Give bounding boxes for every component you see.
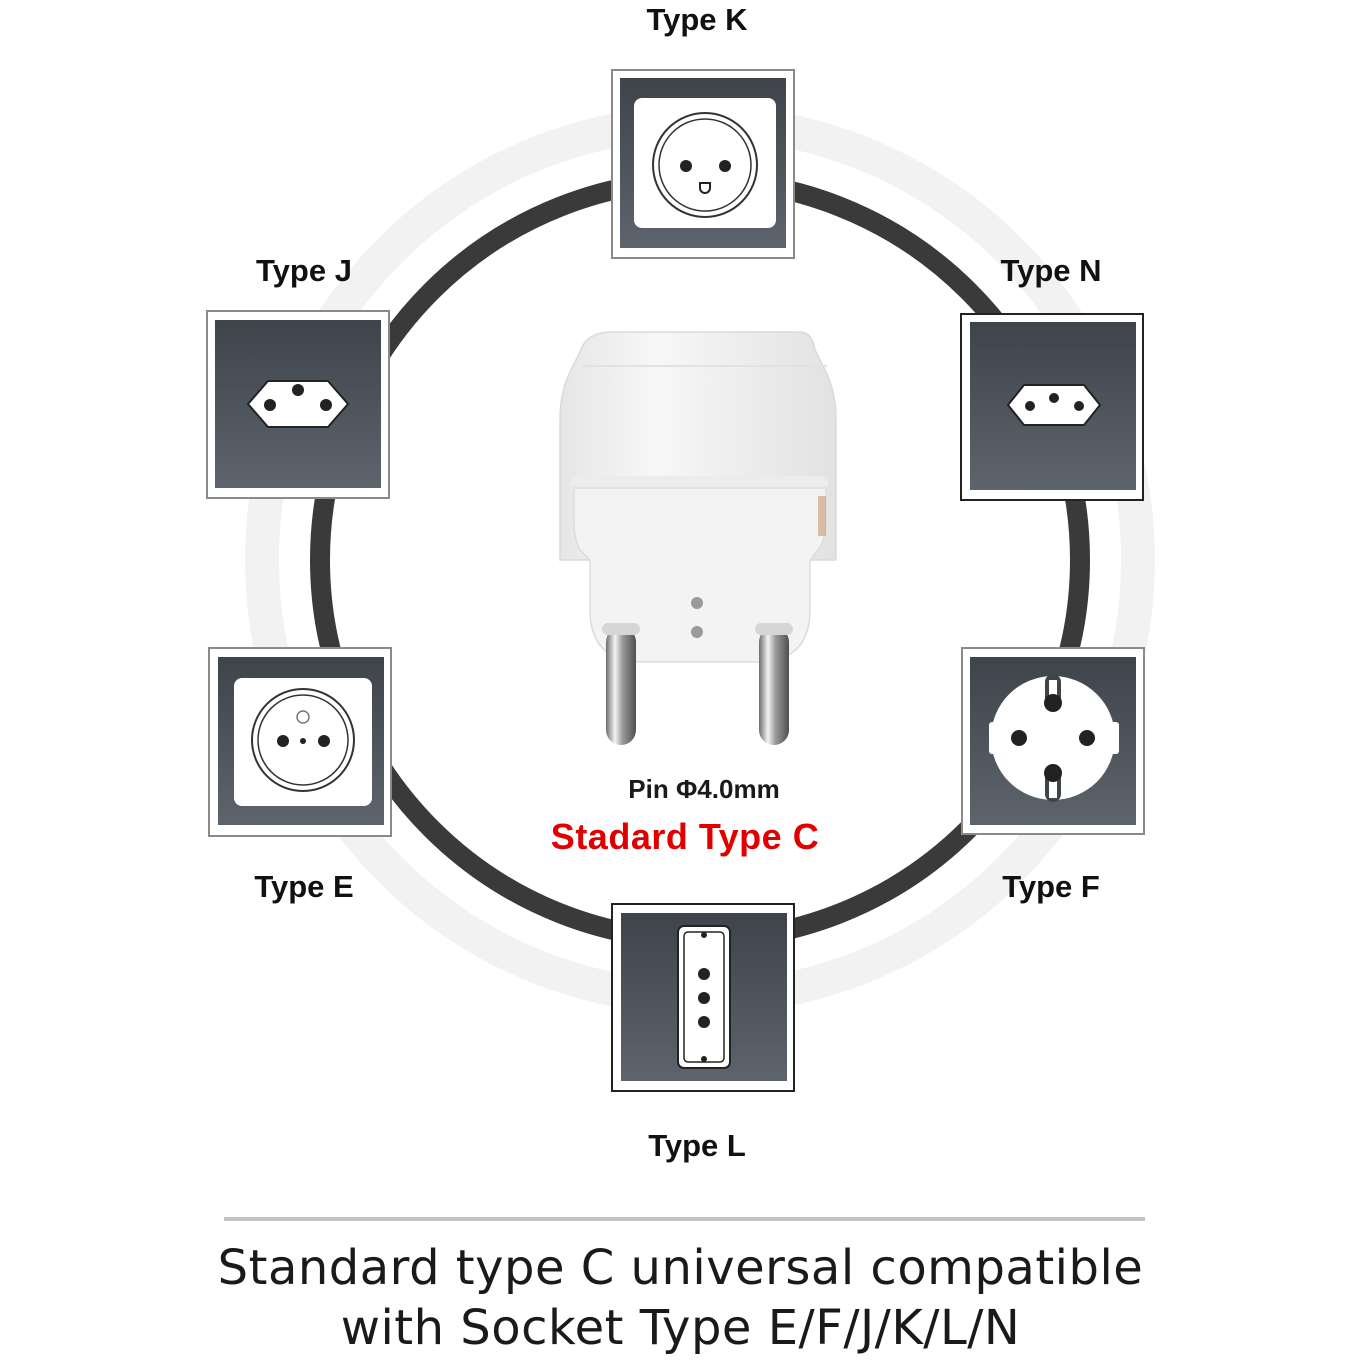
caption-line-1: Standard type C universal compatible: [217, 1240, 1144, 1296]
label-type-f: Type F: [1002, 869, 1100, 904]
socket-type-l: [611, 903, 795, 1092]
type-c-adapter-plug: [559, 331, 837, 745]
socket-type-j: [206, 310, 390, 499]
socket-type-e: [208, 647, 392, 837]
socket-type-k: [611, 69, 795, 259]
socket-type-n: [960, 313, 1144, 501]
label-type-k: Type K: [646, 2, 748, 37]
label-type-j: Type J: [256, 253, 352, 288]
pin-spec-label: Pin Φ4.0mm: [628, 774, 780, 804]
caption-line-2: with Socket Type E/F/J/K/L/N: [340, 1300, 1021, 1356]
label-type-n: Type N: [1000, 253, 1102, 288]
plug-type-title: Stadard Type C: [550, 816, 820, 857]
label-type-e: Type E: [254, 869, 354, 904]
caption-divider: [224, 1217, 1145, 1221]
socket-type-f: [961, 647, 1145, 835]
label-type-l: Type L: [648, 1128, 746, 1163]
